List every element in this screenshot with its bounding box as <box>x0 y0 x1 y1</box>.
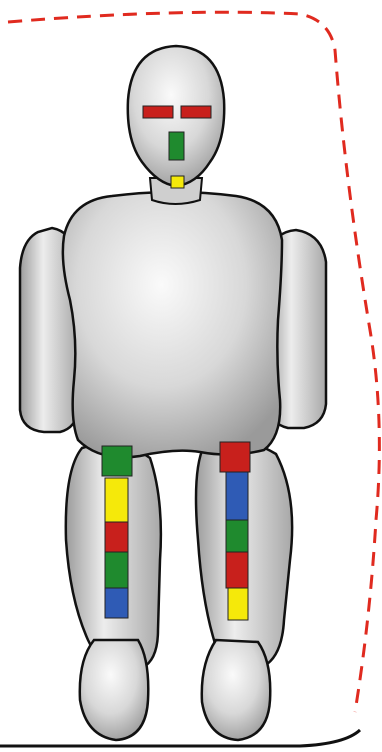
left-leg-marker <box>105 588 128 618</box>
right-leg-marker <box>226 472 248 520</box>
torso <box>63 192 282 457</box>
right-foot <box>202 640 270 740</box>
left-leg-marker <box>102 446 132 476</box>
left-foot <box>80 640 149 740</box>
head-marker-left-eye <box>143 106 173 118</box>
left-leg-marker <box>105 522 128 552</box>
right-leg-marker <box>226 520 248 552</box>
floor-line <box>0 730 360 746</box>
right-leg-marker <box>220 442 250 472</box>
left-leg-marker <box>105 478 128 522</box>
head-marker-chin <box>171 176 184 188</box>
head-marker-nose <box>169 132 184 160</box>
right-leg-marker <box>226 552 248 588</box>
right-leg-marker <box>228 588 248 620</box>
head-marker-right-eye <box>181 106 211 118</box>
left-leg-marker <box>105 552 128 588</box>
